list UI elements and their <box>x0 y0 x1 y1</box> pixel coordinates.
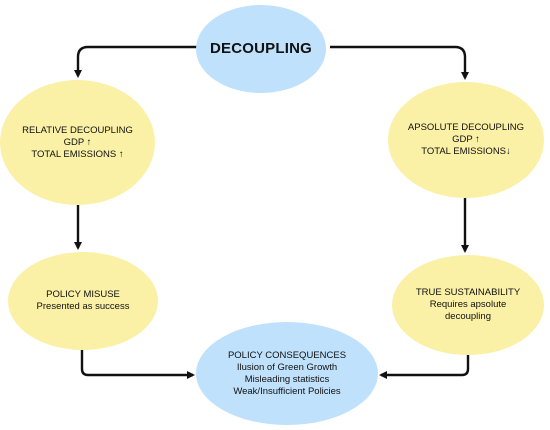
node-consequences-line-3: Misleading statistics <box>244 373 330 385</box>
node-absolute-line-3: TOTAL EMISSIONS↓ <box>421 146 511 157</box>
node-absolute-line-1: APSOLUTE DECOUPLING <box>407 122 525 133</box>
node-consequences-line-4: Weak/Insufficient Policies <box>233 385 341 397</box>
node-true-sustainability: TRUE SUSTAINABILITY Requires apsolute de… <box>392 255 544 355</box>
node-sustainability-line-3: decoupling <box>445 311 491 322</box>
arrow-decoupling-to-relative <box>74 45 205 78</box>
node-decoupling: DECOUPLING <box>196 5 326 93</box>
node-sustainability-line-1: TRUE SUSTAINABILITY <box>415 287 521 298</box>
node-policy-consequences: POLICY CONSEQUENCES Ilusion of Green Gro… <box>196 322 378 425</box>
node-misuse-line-2: Presented as success <box>36 301 130 312</box>
node-consequences-line-2: Ilusion of Green Growth <box>236 361 338 373</box>
node-relative-line-2: GDP ↑ <box>63 136 92 148</box>
node-misuse-line-1: POLICY MISUSE <box>46 289 120 300</box>
arrow-sustainability-to-consequences <box>379 355 470 379</box>
node-relative-decoupling: RELATIVE DECOUPLING GDP ↑ TOTAL EMISSION… <box>0 80 155 205</box>
node-relative-line-3: TOTAL EMISSIONS ↑ <box>31 148 124 160</box>
node-relative-line-1: RELATIVE DECOUPLING <box>22 124 133 136</box>
node-absolute-line-2: GDP ↑ <box>452 134 480 145</box>
node-consequences-line-1: POLICY CONSEQUENCES <box>227 349 347 361</box>
arrow-misuse-to-consequences <box>80 350 195 379</box>
arrow-decoupling-to-absolute <box>330 45 469 80</box>
node-policy-misuse: POLICY MISUSE Presented as success <box>8 252 158 350</box>
node-absolute-decoupling: APSOLUTE DECOUPLING GDP ↑ TOTAL EMISSION… <box>388 82 544 198</box>
node-decoupling-title: DECOUPLING <box>209 40 312 57</box>
node-sustainability-line-2: Requires apsolute <box>429 299 507 310</box>
